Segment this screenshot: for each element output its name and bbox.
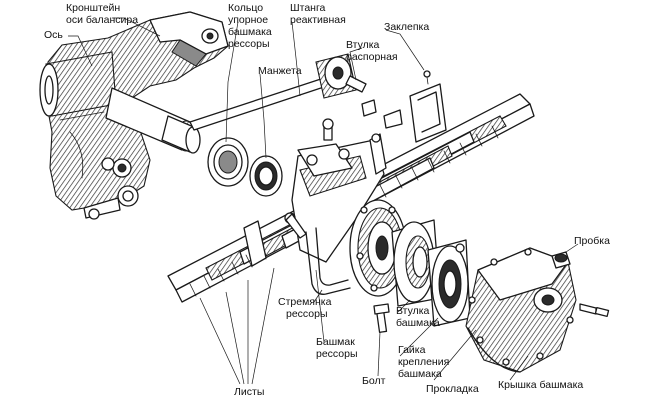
label-probka: Пробка	[574, 235, 610, 247]
plug-part	[551, 251, 571, 269]
label-zaklepka: Заклепка	[384, 21, 429, 33]
shoe-hub-flange	[349, 199, 407, 297]
label-gaika: Гайка крепления башмака	[398, 344, 452, 380]
label-bolt: Болт	[362, 375, 386, 387]
label-vtulka-bashm: Втулка башмака	[396, 305, 440, 329]
small-bolt-part	[579, 303, 610, 318]
label-prokladka: Прокладка	[426, 383, 479, 395]
label-bashmak: Башмак рессоры	[316, 336, 358, 360]
shoe-cover	[465, 247, 577, 373]
u-bolt	[284, 212, 351, 295]
label-kryshka: Крышка башмака	[498, 379, 583, 391]
label-listy: Листы	[234, 386, 264, 398]
label-koltso: Кольцо упорное башмака рессоры	[228, 2, 275, 50]
label-vtulka-rasp: Втулка распорная	[346, 39, 398, 63]
balancer-bracket-assembly	[39, 11, 229, 220]
seal-cuff	[249, 155, 283, 197]
label-manzheta: Манжета	[258, 65, 302, 77]
spring-shoe	[291, 133, 387, 263]
label-kronshtein: Кронштейн оси балансира	[66, 2, 138, 26]
label-os: Ось	[44, 29, 63, 41]
label-shtanga: Штанга реактивная	[290, 2, 346, 26]
reaction-rod	[189, 53, 367, 131]
shoe-nut	[427, 239, 471, 327]
thrust-ring	[207, 137, 249, 187]
bolt-part	[373, 303, 390, 333]
leader-lines	[68, 17, 579, 385]
label-stremyanka: Стремянка рессоры	[278, 296, 334, 320]
